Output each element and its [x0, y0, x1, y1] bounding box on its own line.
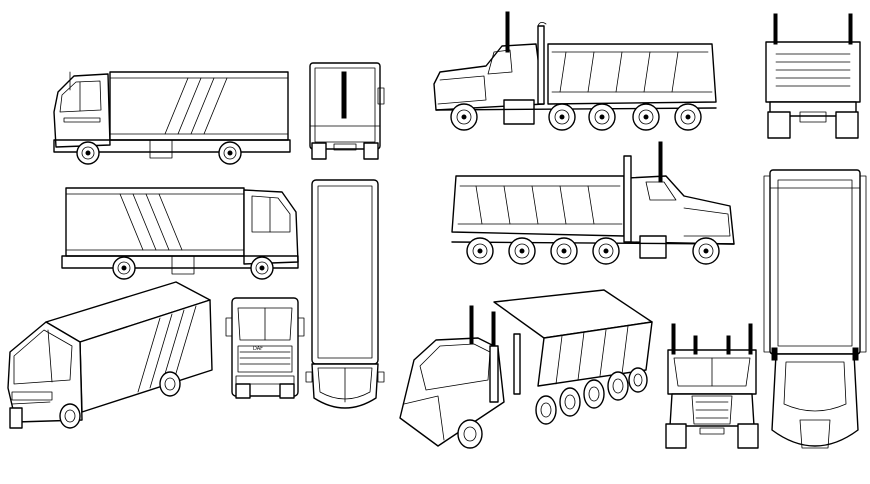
dump-truck-front-view — [665, 323, 759, 449]
dump-truck-side-view-cab-right — [451, 141, 735, 265]
box-truck-front-view: DAF — [225, 297, 305, 399]
box-truck-rear-view — [309, 62, 385, 160]
box-truck-side-view-cab-right — [61, 187, 299, 280]
dump-truck-top-view — [763, 169, 867, 449]
box-truck-side-view-cab-left — [53, 71, 291, 165]
dump-truck-perspective-view — [399, 289, 653, 449]
cab-badge-text: DAF — [253, 346, 263, 352]
box-truck-perspective-view — [7, 281, 213, 429]
dump-truck-side-view-cab-left — [433, 11, 717, 131]
box-truck-top-view — [305, 179, 385, 409]
dump-truck-rear-view — [765, 13, 861, 139]
